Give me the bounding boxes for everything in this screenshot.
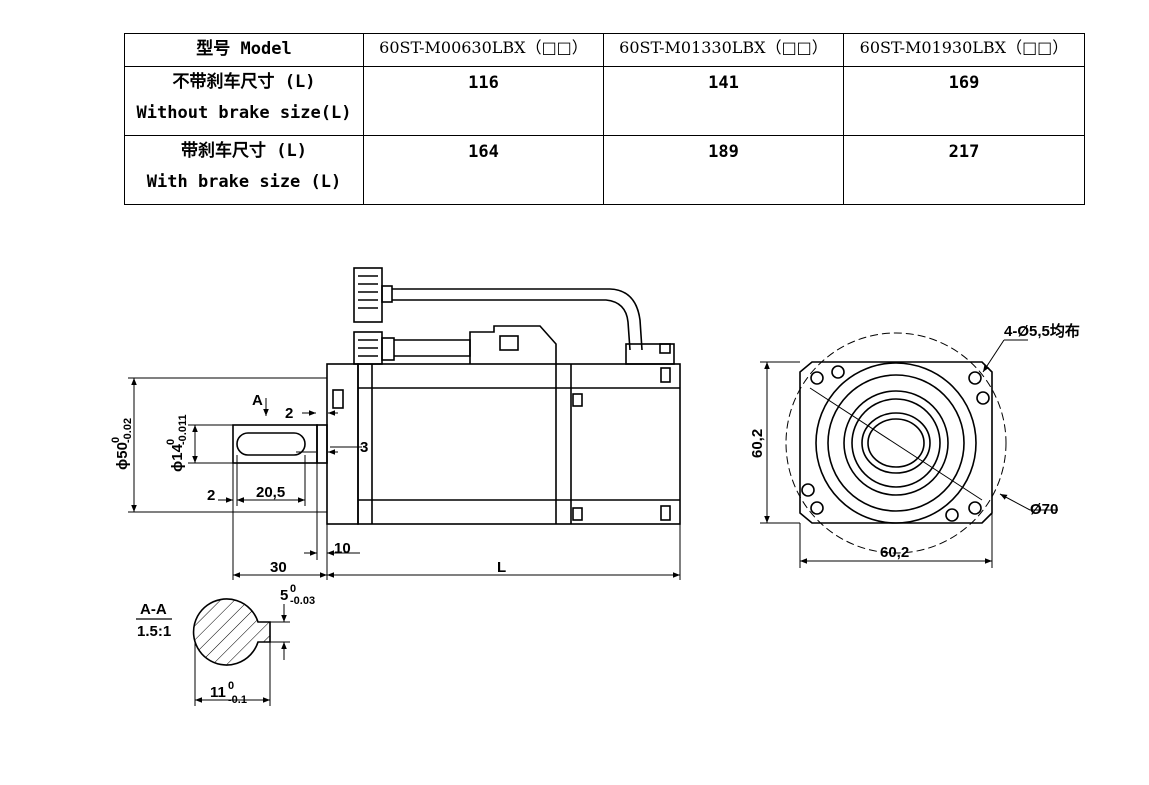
side-view-labels: A 2 3 2 20,5 10 30 L ϕ50 0 -0.02 ϕ14 0 -… (110, 392, 506, 576)
dim-tol: 0 (228, 680, 234, 692)
front-view-dimensions (760, 339, 1058, 568)
mounting-hole (945, 508, 959, 522)
model-name: 60ST-M01930LBX（□□） (843, 33, 1085, 67)
section-scale: 1.5:1 (137, 623, 171, 640)
model-header-label: 型号 Model (124, 33, 364, 67)
dim-tol: -0.03 (290, 595, 315, 607)
table-cell: 141 (603, 66, 844, 136)
row-label-cn: 带刹车尺寸 (L) (181, 141, 307, 161)
dim-label: 30 (270, 559, 287, 576)
motor-front-view (785, 332, 1007, 554)
dim-label: L (497, 559, 506, 576)
dim-label: 60,2 (749, 429, 766, 458)
front-view-labels: 4-Ø5,5均布 Ø70 60,2 60,2 (749, 322, 1080, 561)
table-row: 不带刹车尺寸 (L) Without brake size(L) 116 141… (124, 66, 1085, 136)
dim-label: 20,5 (256, 484, 285, 501)
row-label: 不带刹车尺寸 (L) Without brake size(L) (124, 66, 364, 136)
table-cell: 189 (603, 135, 844, 205)
mounting-hole (810, 371, 824, 385)
pcd-label: Ø70 (1030, 501, 1058, 518)
svg-text:0: 0 (110, 437, 122, 443)
side-view-dimensions (128, 377, 681, 580)
dia50-label: ϕ50 0 -0.02 (110, 418, 134, 470)
dim-label: 3 (360, 439, 368, 456)
mounting-hole (968, 371, 982, 385)
spigot (316, 424, 328, 464)
svg-text:0: 0 (165, 439, 177, 445)
table-cell: 164 (363, 135, 604, 205)
dim-label: 2 (285, 405, 293, 422)
dia14-label: ϕ14 0 -0.011 (165, 414, 189, 472)
holes-label: 4-Ø5,5均布 (1004, 322, 1080, 340)
spec-table: 型号 Model 60ST-M00630LBX（□□） 60ST-M01330L… (124, 33, 1085, 205)
svg-text:ϕ50: ϕ50 (114, 442, 131, 470)
dim-label: 2 (207, 487, 215, 504)
motor-shaft (232, 424, 318, 464)
section-title: A-A (140, 601, 167, 618)
dim-label: 60,2 (880, 544, 909, 561)
mounting-hole (801, 483, 815, 497)
dim-label: 10 (334, 540, 351, 557)
shaft-cross-section (192, 598, 271, 666)
section-mark-label: A (252, 392, 263, 409)
section-aa: A-A 1.5:1 5 0 -0.03 11 0 -0.1 (136, 583, 315, 706)
row-label: 带刹车尺寸 (L) With brake size (L) (124, 135, 364, 205)
mounting-hole (976, 391, 990, 405)
mounting-hole (810, 501, 824, 515)
dim-label: 11 (210, 684, 226, 701)
model-name: 60ST-M00630LBX（□□） (363, 33, 604, 67)
dim-tol: -0.1 (228, 694, 247, 706)
table-cell: 169 (843, 66, 1085, 136)
svg-text:ϕ14: ϕ14 (169, 443, 186, 472)
motor-side-view (232, 267, 681, 525)
dim-label: 5 (280, 587, 288, 604)
motor-flange (326, 363, 359, 525)
svg-text:-0.02: -0.02 (122, 418, 134, 443)
dim-tol: 0 (290, 583, 296, 595)
row-label-en: With brake size (L) (146, 172, 342, 192)
row-label-cn: 不带刹车尺寸 (L) (172, 72, 316, 92)
table-row: 带刹车尺寸 (L) With brake size (L) 164 189 21… (124, 135, 1085, 205)
mounting-hole (831, 365, 845, 379)
mounting-hole (968, 501, 982, 515)
table-cell: 217 (843, 135, 1085, 205)
row-label-en: Without brake size(L) (136, 103, 352, 123)
table-header-row: 型号 Model 60ST-M00630LBX（□□） 60ST-M01330L… (124, 33, 1085, 67)
shaft-keyway (236, 432, 306, 456)
svg-text:-0.011: -0.011 (177, 414, 189, 445)
cable-gland (625, 343, 675, 365)
